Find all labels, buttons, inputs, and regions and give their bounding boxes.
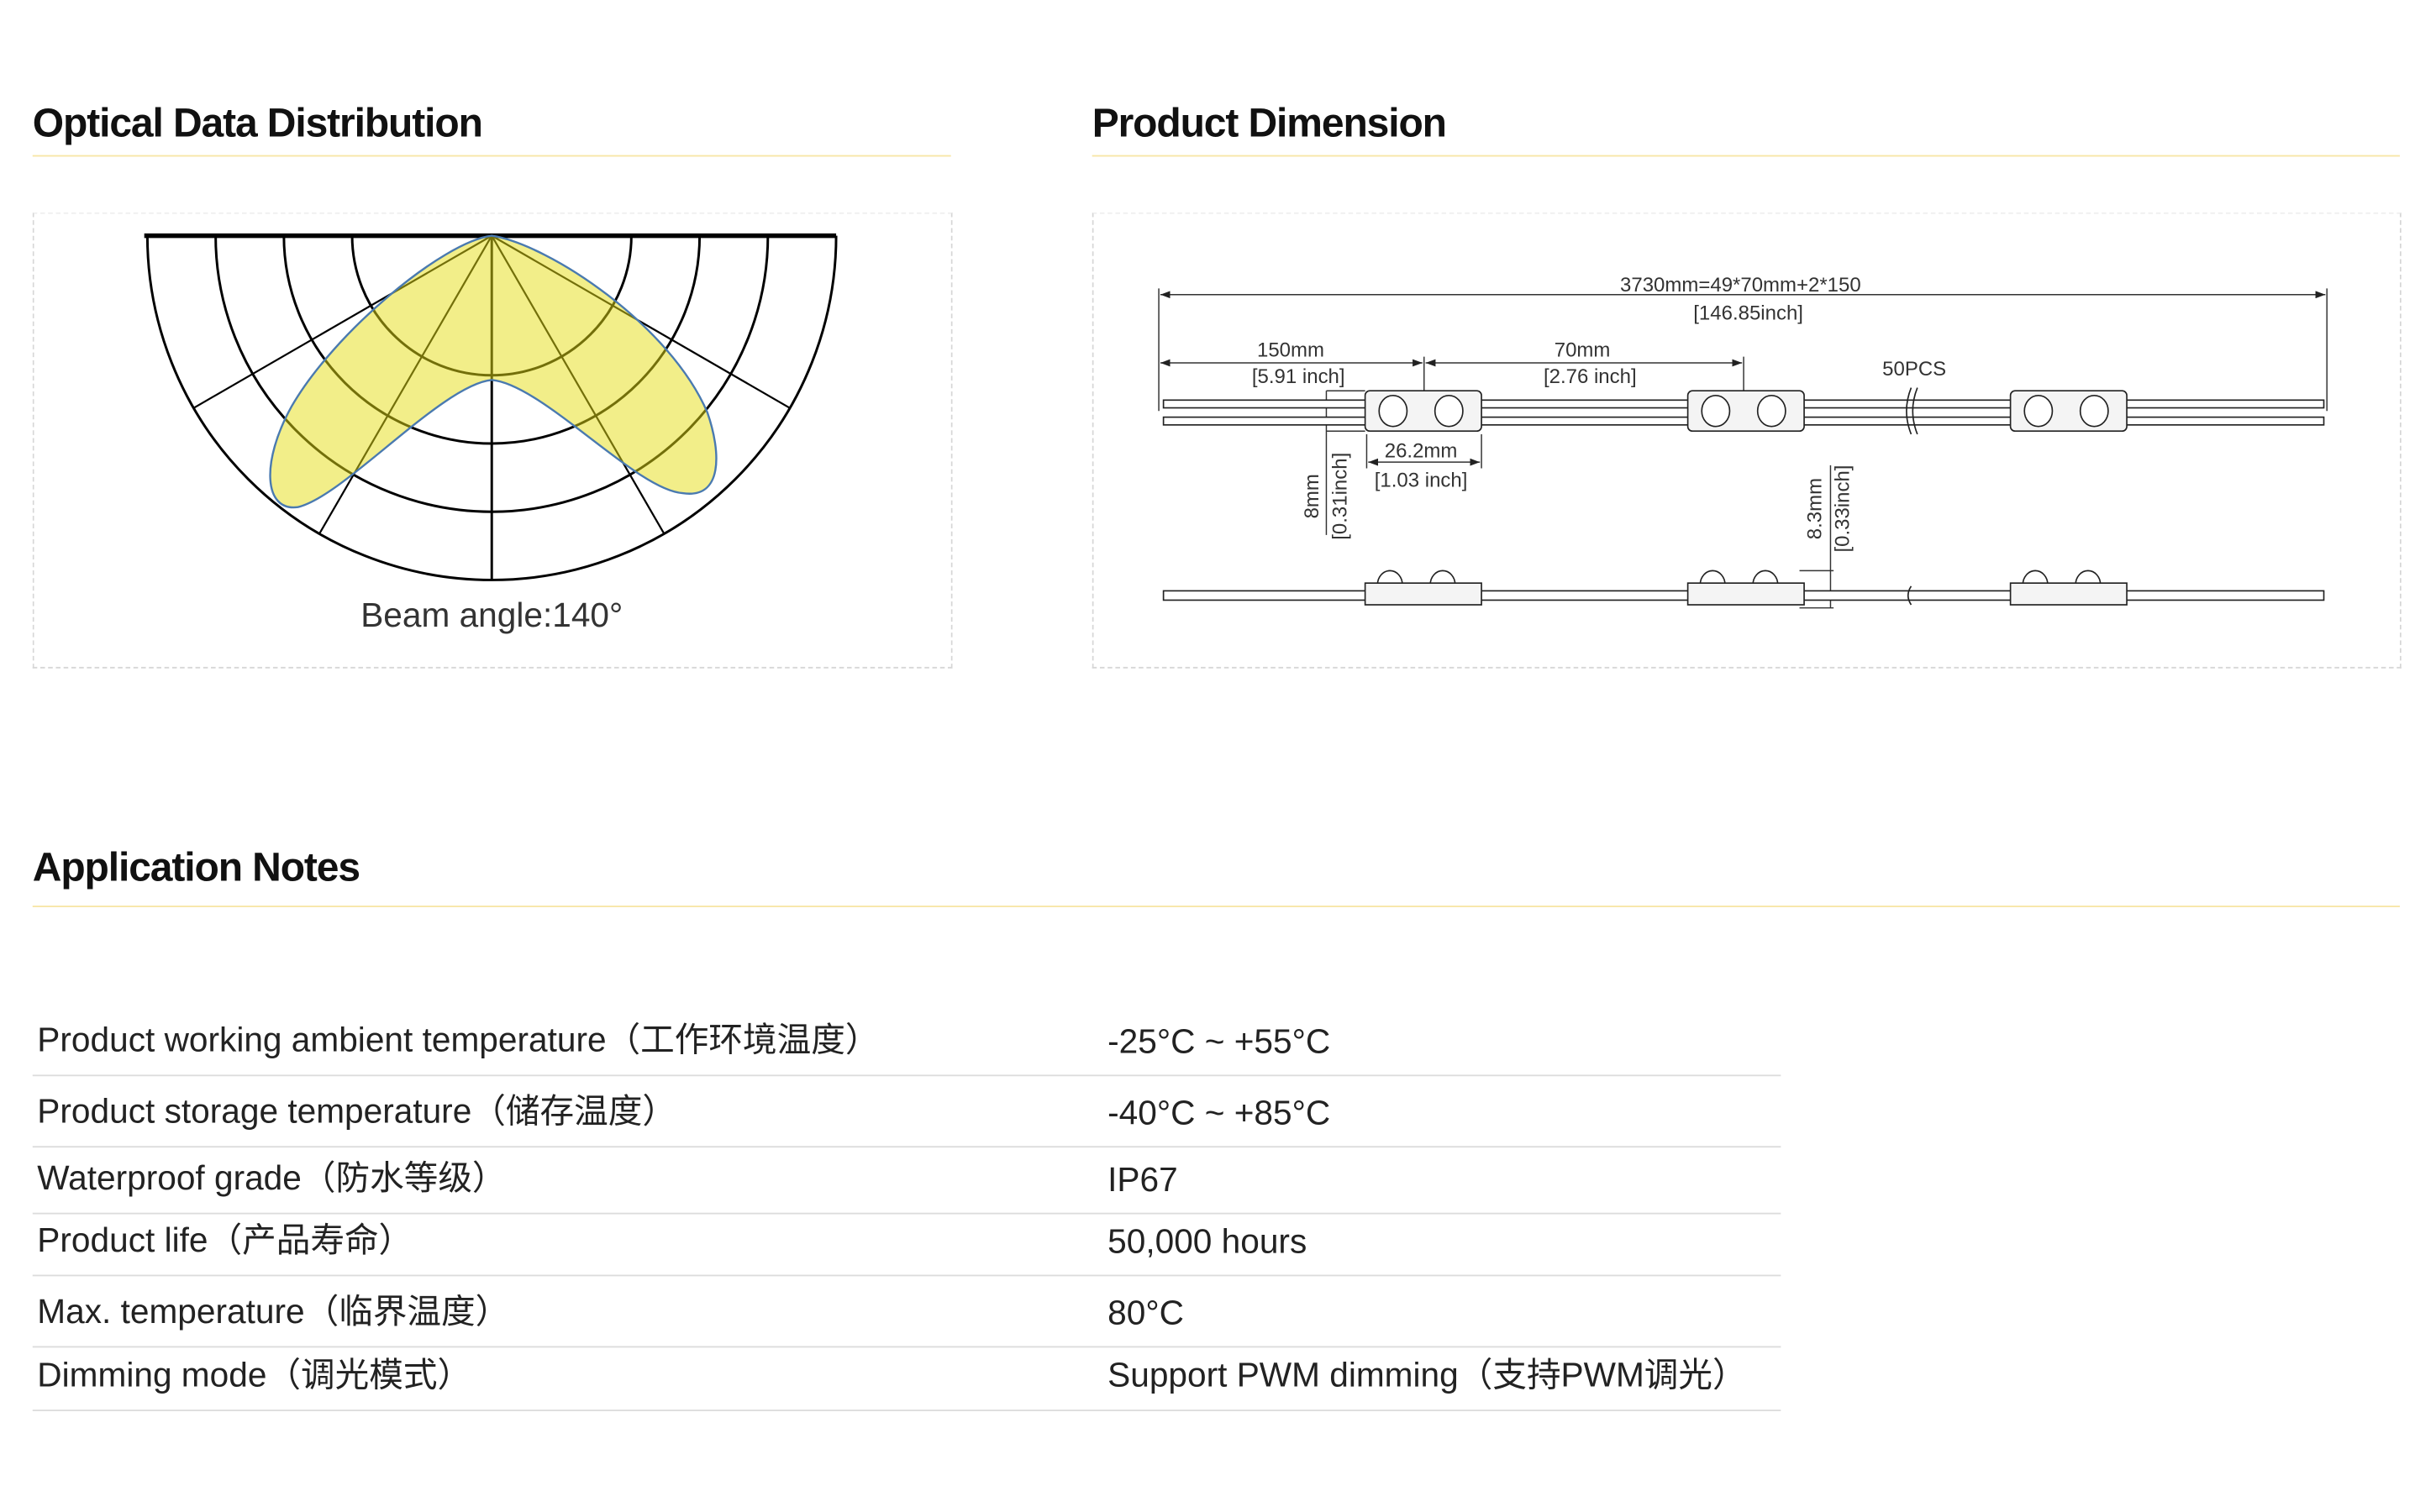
module-width-inch: [0.31inch] — [1328, 453, 1351, 540]
title-rule — [32, 155, 951, 157]
module-height: 8.3mm — [1803, 478, 1826, 539]
led-strip-top — [1162, 387, 2325, 435]
lead-length-inch: [5.91 inch] — [1252, 365, 1345, 388]
led-module — [1686, 582, 1805, 606]
row-label: Dimming mode（调光模式） — [37, 1355, 472, 1394]
row-value: 80°C — [1107, 1293, 1184, 1332]
row-label: Max. temperature（临界温度） — [37, 1291, 510, 1331]
table-row: Product storage temperature（储存温度） -40°C … — [32, 1081, 1781, 1148]
pitch: 70mm — [1555, 339, 1611, 362]
row-value: 50,000 hours — [1107, 1221, 1307, 1261]
led-module — [2009, 582, 2128, 606]
optical-title: Optical Data Distribution — [32, 99, 483, 146]
module-height-inch: [0.33inch] — [1832, 465, 1854, 553]
dimension-title: Product Dimension — [1092, 99, 1447, 146]
notes-title: Application Notes — [32, 843, 360, 890]
table-row: Product life（产品寿命） 50,000 hours — [32, 1210, 1781, 1277]
row-label: Waterproof grade（防水等级） — [37, 1158, 507, 1198]
row-label: Product working ambient temperature（工作环境… — [37, 1020, 880, 1059]
beam-angle-label: Beam angle:140° — [360, 595, 623, 635]
count: 50PCS — [1882, 358, 1946, 381]
row-value: -40°C ~ +85°C — [1107, 1093, 1331, 1132]
title-rule — [32, 906, 2400, 907]
title-rule — [1092, 155, 2400, 157]
row-label: Product life（产品寿命） — [37, 1220, 413, 1260]
pitch-inch: [2.76 inch] — [1544, 365, 1637, 388]
table-row: Product working ambient temperature（工作环境… — [32, 1010, 1781, 1077]
dimension-panel — [1092, 212, 2402, 669]
row-label: Product storage temperature（储存温度） — [37, 1091, 677, 1131]
table-row: Waterproof grade（防水等级） IP67 — [32, 1147, 1781, 1215]
row-value: Support PWM dimming（支持PWM调光） — [1107, 1355, 1747, 1394]
light-distribution-lobe — [269, 234, 718, 509]
polar-diagram — [144, 233, 838, 581]
table-row: Max. temperature（临界温度） 80°C — [32, 1281, 1781, 1348]
dimension-drawing: 3730mm=49*70mm+2*150 [146.85inch] 150mm … — [1158, 274, 2328, 609]
row-value: IP67 — [1107, 1159, 1178, 1200]
row-value: -25°C ~ +55°C — [1107, 1021, 1331, 1061]
total-length: 3730mm=49*70mm+2*150 — [1620, 274, 1861, 297]
module-length-inch: [1.03 inch] — [1375, 470, 1468, 492]
lead-length: 150mm — [1257, 339, 1324, 362]
optical-panel — [32, 212, 953, 669]
module-width: 8mm — [1301, 474, 1323, 518]
led-strip-side — [1162, 570, 2325, 606]
led-module — [1364, 582, 1482, 606]
module-length: 26.2mm — [1385, 440, 1458, 463]
total-length-inch: [146.85inch] — [1693, 302, 1803, 324]
table-row: Dimming mode（调光模式） Support PWM dimming（支… — [32, 1345, 1781, 1411]
